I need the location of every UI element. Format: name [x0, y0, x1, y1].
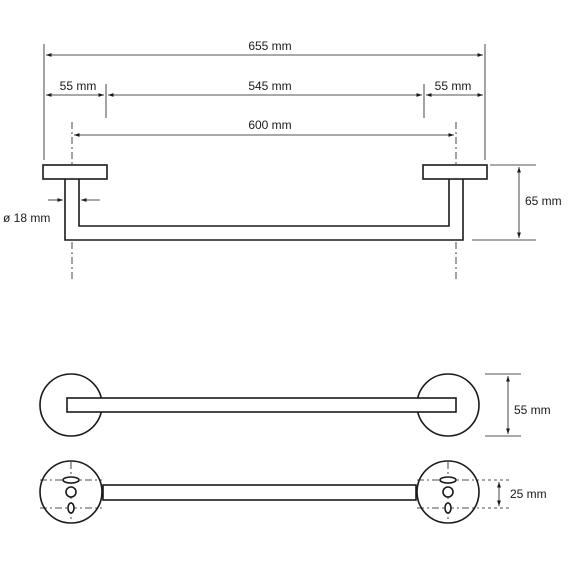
left-screw-hole: [65, 486, 77, 498]
right-anchor-hole: [444, 502, 452, 514]
right-flange-label: 55 mm: [435, 79, 472, 93]
overall-length-label: 655 mm: [248, 39, 291, 53]
right-screw-hole: [442, 486, 454, 498]
bar-length-label: 545 mm: [248, 79, 291, 93]
left-flange-label: 55 mm: [60, 79, 97, 93]
front-bar: [66, 397, 457, 413]
rear-view: 25 mm: [39, 460, 547, 524]
right-mounting-holes: [417, 462, 479, 522]
flange-diameter-label: 55 mm: [514, 403, 551, 417]
left-keyhole-slot: [62, 476, 80, 484]
left-mounting-holes: [40, 462, 102, 522]
right-wall-flange: [422, 164, 488, 180]
left-anchor-hole: [67, 502, 75, 514]
right-keyhole-slot: [439, 476, 457, 484]
rear-bar: [102, 484, 417, 501]
left-wall-flange: [42, 164, 108, 180]
mount-spacing-label: 600 mm: [248, 118, 291, 132]
projection-label: 65 mm: [525, 194, 562, 208]
side-view: 655 mm 55 mm 545 mm 55 mm 600 mm ø 18 mm…: [3, 39, 562, 282]
towel-bar-profile: [64, 177, 464, 241]
hole-spacing-label: 25 mm: [510, 487, 547, 501]
front-view: 55 mm: [39, 373, 551, 437]
tube-diameter-label: ø 18 mm: [3, 211, 50, 225]
